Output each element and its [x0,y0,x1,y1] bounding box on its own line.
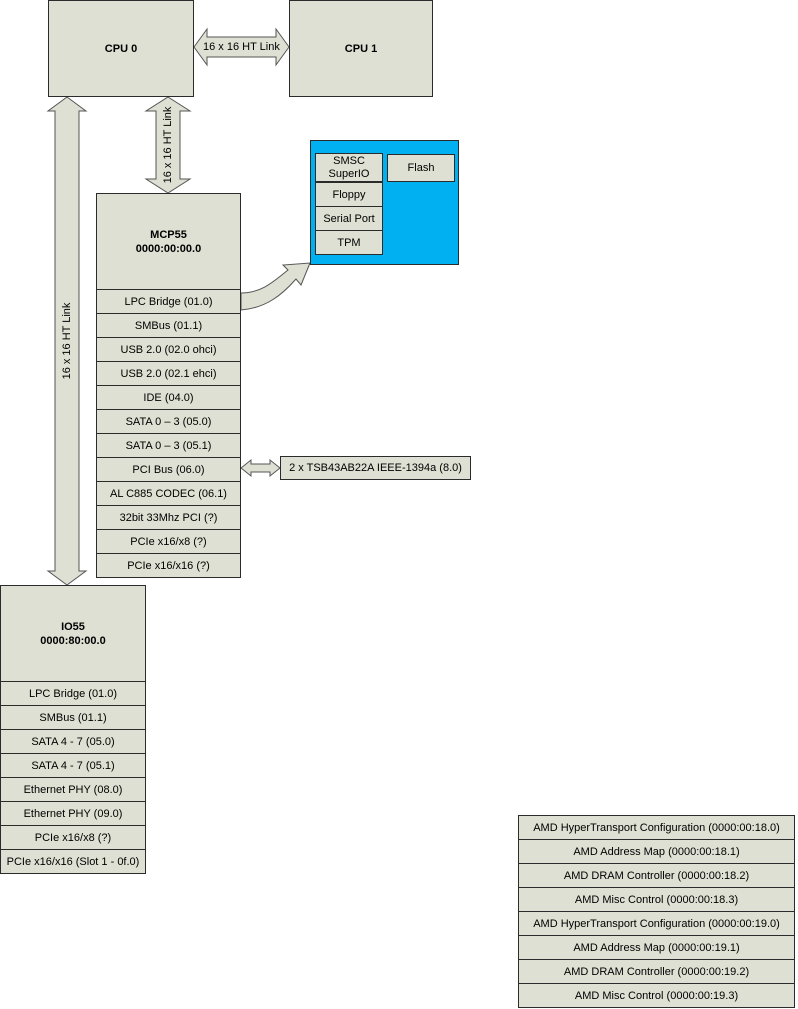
mcp55-device-11: PCIe x16/x16 (?) [96,553,241,578]
io55-header: IO55 0000:80:00.0 [0,585,146,682]
lpc-item-label: Serial Port [323,212,375,225]
mcp55-device-4: IDE (04.0) [96,385,241,410]
amd-function-label: AMD DRAM Controller (0000:00:18.2) [563,869,750,882]
mcp55-device-3: USB 2.0 (02.1 ehci) [96,361,241,386]
amd-function-label: AMD Misc Control (0000:00:18.3) [574,893,739,906]
superio-box: SMSC SuperIO [315,153,383,182]
amd-function-label: AMD DRAM Controller (0000:00:19.2) [563,965,750,978]
cpu1-box: CPU 1 [289,0,433,97]
io55-device-0: LPC Bridge (01.0) [0,681,146,706]
mcp55-device-7: PCI Bus (06.0) [96,457,241,482]
mcp55-device-2: USB 2.0 (02.0 ohci) [96,337,241,362]
cpu0-label: CPU 0 [104,42,138,55]
io55-device-5: Ethernet PHY (09.0) [0,801,146,826]
mcp55-device-label: PCIe x16/x8 (?) [130,535,207,548]
lpc-curved-arrow [240,262,311,311]
io55-device-3: SATA 4 - 7 (05.1) [0,753,146,778]
lpc-item-0: Floppy [315,182,383,207]
amd-function-label: AMD Address Map (0000:00:19.1) [573,941,740,954]
flash-label: Flash [407,162,435,174]
mcp55-device-label: AL C885 CODEC (06.1) [110,487,227,500]
mcp55-device-label: USB 2.0 (02.0 ohci) [120,343,217,356]
amd-function-label: AMD Misc Control (0000:00:19.3) [574,989,739,1002]
io55-device-7: PCIe x16/x16 (Slot 1 - 0f.0) [0,849,146,874]
superio-line2: SuperIO [328,167,370,180]
superio-line1: SMSC [333,154,365,167]
mcp55-device-6: SATA 0 – 3 (05.1) [96,433,241,458]
mcp55-device-0: LPC Bridge (01.0) [96,289,241,314]
io55-device-label: LPC Bridge (01.0) [28,687,118,700]
amd-function-label: AMD HyperTransport Configuration (0000:0… [533,821,780,834]
amd-function-0: AMD HyperTransport Configuration (0000:0… [518,815,795,840]
mcp55-name: MCP55 [150,228,187,241]
cpu-io-link-label: 16 x 16 HT Link [61,302,73,380]
io55-device-label: Ethernet PHY (09.0) [23,807,123,820]
lpc-item-2: TPM [315,230,383,255]
mcp55-device-label: LPC Bridge (01.0) [124,295,213,308]
cpu-mcp-link-label: 16 x 16 HT Link [162,106,174,184]
lpc-item-label: TPM [337,236,361,249]
io55-name: IO55 [61,620,85,633]
amd-function-3: AMD Misc Control (0000:00:18.3) [518,887,795,912]
amd-function-1: AMD Address Map (0000:00:18.1) [518,839,795,864]
io55-device-label: PCIe x16/x16 (Slot 1 - 0f.0) [6,855,140,868]
mcp55-address: 0000:00:00.0 [135,242,202,255]
pci-firewire-arrow [240,458,281,478]
cpu0-box: CPU 0 [48,0,194,97]
firewire-box: 2 x TSB43AB22A IEEE-1394a (8.0) [280,456,471,480]
mcp55-device-label: SATA 0 – 3 (05.0) [125,415,212,428]
mcp55-device-label: USB 2.0 (02.1 ehci) [120,367,217,380]
amd-function-6: AMD DRAM Controller (0000:00:19.2) [518,959,795,984]
amd-function-label: AMD HyperTransport Configuration (0000:0… [533,917,780,930]
lpc-item-1: Serial Port [315,206,383,231]
mcp55-device-label: SMBus (01.1) [134,319,203,332]
io55-device-label: SATA 4 - 7 (05.0) [31,735,115,748]
mcp55-device-label: IDE (04.0) [143,391,194,404]
mcp55-header: MCP55 0000:00:00.0 [96,193,241,290]
amd-function-5: AMD Address Map (0000:00:19.1) [518,935,795,960]
io55-device-4: Ethernet PHY (08.0) [0,777,146,802]
io55-device-label: PCIe x16/x8 (?) [34,831,112,844]
mcp55-device-label: PCIe x16/x16 (?) [127,559,210,572]
mcp55-device-label: PCI Bus (06.0) [132,463,205,476]
io55-device-1: SMBus (01.1) [0,705,146,730]
mcp55-device-label: 32bit 33Mhz PCI (?) [119,511,218,524]
amd-function-7: AMD Misc Control (0000:00:19.3) [518,983,795,1008]
io55-device-label: Ethernet PHY (08.0) [23,783,123,796]
mcp55-device-5: SATA 0 – 3 (05.0) [96,409,241,434]
mcp55-device-8: AL C885 CODEC (06.1) [96,481,241,506]
io55-device-label: SMBus (01.1) [39,711,107,724]
io55-device-6: PCIe x16/x8 (?) [0,825,146,850]
mcp55-device-1: SMBus (01.1) [96,313,241,338]
io55-device-label: SATA 4 - 7 (05.1) [31,759,115,772]
cpu1-label: CPU 1 [344,42,378,55]
firewire-label: 2 x TSB43AB22A IEEE-1394a (8.0) [289,462,462,474]
io55-device-2: SATA 4 - 7 (05.0) [0,729,146,754]
io55-address: 0000:80:00.0 [40,634,106,647]
amd-function-4: AMD HyperTransport Configuration (0000:0… [518,911,795,936]
flash-box: Flash [387,154,455,182]
mcp55-device-9: 32bit 33Mhz PCI (?) [96,505,241,530]
amd-function-label: AMD Address Map (0000:00:18.1) [573,845,740,858]
lpc-item-label: Floppy [332,188,366,201]
amd-function-2: AMD DRAM Controller (0000:00:18.2) [518,863,795,888]
cpu-cpu-link-label: 16 x 16 HT Link [203,41,280,53]
mcp55-device-label: SATA 0 – 3 (05.1) [125,439,212,452]
mcp55-device-10: PCIe x16/x8 (?) [96,529,241,554]
